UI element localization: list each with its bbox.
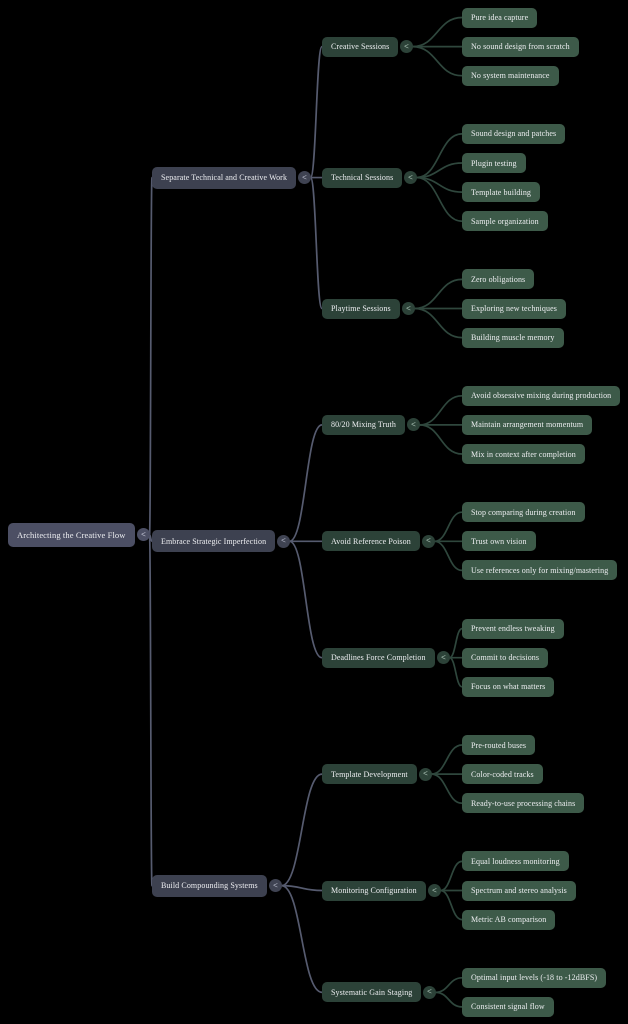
collapse-toggle-icon[interactable]: < (437, 651, 450, 665)
mindmap-topic-node[interactable]: Systematic Gain Staging (322, 982, 422, 1003)
collapse-toggle-icon[interactable]: < (298, 171, 311, 185)
link-curve (309, 176, 323, 310)
link-curve (288, 540, 323, 659)
mindmap-leaf-node[interactable]: No system maintenance (462, 65, 559, 86)
link-curve (415, 176, 463, 223)
link-curve (430, 773, 463, 805)
mindmap-topic-node[interactable]: Template Development (322, 764, 417, 785)
link-curve (433, 511, 463, 543)
mindmap-branch-node[interactable]: Separate Technical and Creative Work (152, 166, 297, 189)
link-curve (288, 424, 323, 543)
mindmap-leaf-node[interactable]: Sample organization (462, 211, 548, 232)
mindmap-leaf-node[interactable]: Commit to decisions (462, 647, 549, 668)
link-curve (148, 176, 153, 536)
mindmap-topic-node[interactable]: Technical Sessions (322, 167, 403, 188)
mindmap-leaf-node[interactable]: Ready-to-use processing chains (462, 793, 585, 814)
mindmap-leaf-node[interactable]: Use references only for mixing/mastering (462, 560, 618, 581)
mindmap-root-node[interactable]: Architecting the Creative Flow (8, 522, 135, 547)
link-curve (418, 394, 463, 426)
link-curve (448, 627, 463, 659)
collapse-toggle-icon[interactable]: < (402, 302, 415, 315)
mindmap-leaf-node[interactable]: Pure idea capture (462, 7, 538, 28)
link-curve (434, 991, 463, 1008)
collapse-toggle-icon[interactable]: < (407, 418, 420, 432)
mindmap-leaf-node[interactable]: Building muscle memory (462, 327, 564, 348)
mindmap-branch-node[interactable]: Build Compounding Systems (152, 874, 267, 897)
link-curve (433, 540, 463, 572)
collapse-toggle-icon[interactable]: < (419, 767, 432, 781)
link-curve (411, 16, 463, 48)
mindmap-leaf-node[interactable]: Exploring new techniques (462, 298, 566, 319)
mindmap-topic-node[interactable]: Creative Sessions (322, 36, 399, 57)
mindmap-leaf-node[interactable]: Prevent endless tweaking (462, 618, 564, 639)
link-curve (413, 307, 463, 339)
mindmap-leaf-node[interactable]: Avoid obsessive mixing during production (462, 385, 621, 406)
link-curve (148, 533, 153, 887)
link-curve (430, 744, 463, 775)
mindmap-leaf-node[interactable]: Plugin testing (462, 153, 526, 173)
mindmap-leaf-node[interactable]: Stop comparing during creation (462, 502, 585, 523)
collapse-toggle-icon[interactable]: < (428, 884, 441, 897)
collapse-toggle-icon[interactable]: < (422, 534, 435, 548)
mindmap-leaf-node[interactable]: Template building (462, 182, 541, 203)
mindmap-topic-node[interactable]: Deadlines Force Completion (322, 647, 435, 668)
link-curve (439, 889, 463, 921)
collapse-toggle-icon[interactable]: < (400, 40, 413, 54)
mindmap-leaf-node[interactable]: Maintain arrangement momentum (462, 414, 593, 435)
mindmap-branch-node[interactable]: Embrace Strategic Imperfection (152, 530, 276, 553)
link-curve (413, 278, 463, 310)
collapse-toggle-icon[interactable]: < (423, 985, 436, 999)
link-curve (411, 45, 463, 77)
mindmap-topic-node[interactable]: Avoid Reference Poison (322, 531, 420, 552)
mindmap-leaf-node[interactable]: Optimal input levels (-18 to -12dBFS) (462, 967, 607, 988)
collapse-toggle-icon[interactable]: < (269, 879, 282, 893)
collapse-toggle-icon[interactable]: < (277, 534, 290, 548)
mindmap-leaf-node[interactable]: Metric AB comparison (462, 909, 556, 930)
collapse-toggle-icon[interactable]: < (137, 528, 150, 542)
link-curve (439, 860, 463, 892)
mindmap-leaf-node[interactable]: No sound design from scratch (462, 36, 579, 57)
link-curve (448, 656, 463, 688)
link-curve (418, 424, 463, 455)
mindmap-leaf-node[interactable]: Mix in context after completion (462, 444, 585, 464)
mindmap-leaf-node[interactable]: Color-coded tracks (462, 764, 543, 785)
mindmap-leaf-node[interactable]: Spectrum and stereo analysis (462, 880, 576, 901)
mindmap-topic-node[interactable]: 80/20 Mixing Truth (322, 414, 405, 435)
link-curve (280, 884, 323, 994)
mindmap-leaf-node[interactable]: Zero obligations (462, 269, 535, 290)
link-curve (280, 884, 323, 892)
mindmap-leaf-node[interactable]: Trust own vision (462, 531, 536, 552)
mindmap-leaf-node[interactable]: Pre-routed buses (462, 735, 536, 755)
mindmap-leaf-node[interactable]: Consistent signal flow (462, 996, 554, 1017)
mindmap-topic-node[interactable]: Playtime Sessions (322, 298, 400, 319)
mindmap-leaf-node[interactable]: Equal loudness monitoring (462, 851, 569, 872)
mindmap-leaf-node[interactable]: Focus on what matters (462, 676, 555, 697)
link-curve (280, 773, 323, 887)
collapse-toggle-icon[interactable]: < (404, 171, 417, 185)
mindmap-topic-node[interactable]: Monitoring Configuration (322, 880, 426, 901)
mindmap-leaf-node[interactable]: Sound design and patches (462, 123, 566, 144)
link-curve (434, 976, 463, 994)
link-curve (309, 45, 323, 179)
